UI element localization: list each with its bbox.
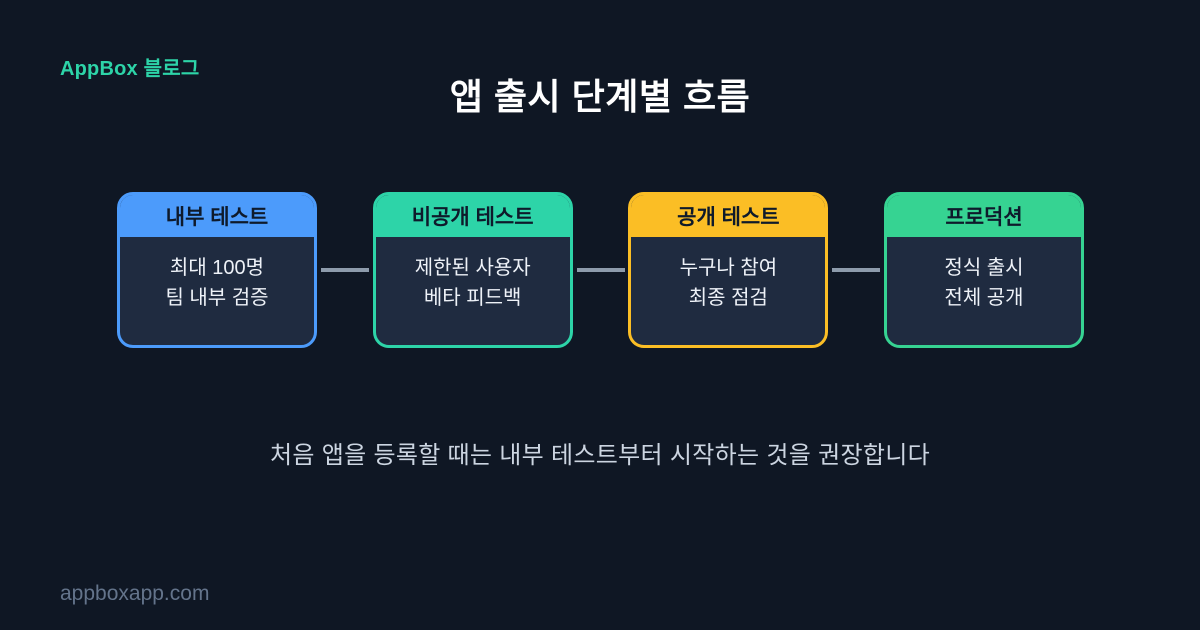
stage-body-closed-testing: 제한된 사용자 베타 피드백	[376, 237, 570, 345]
stage-detail-line: 최대 100명	[169, 257, 265, 279]
stage-body-open-testing: 누구나 참여 최종 점검	[631, 237, 825, 345]
footer-url: appboxapp.com	[60, 582, 210, 605]
stage-detail-line: 정식 출시	[944, 257, 1024, 279]
stage-title-open-testing: 공개 테스트	[631, 195, 826, 237]
stage-title-production: 프로덕션	[887, 195, 1082, 237]
stage-detail-line: 베타 피드백	[423, 287, 522, 309]
page-title: 앱 출시 단계별 흐름	[449, 76, 751, 117]
flow-connector	[828, 192, 884, 348]
stage-card-closed-testing: 비공개 테스트 제한된 사용자 베타 피드백	[372, 192, 573, 348]
brand-logo: AppBox 블로그	[60, 58, 200, 80]
connector-line	[320, 268, 369, 272]
stage-title-internal-testing: 내부 테스트	[120, 195, 314, 237]
stage-body-production: 정식 출시 전체 공개	[887, 237, 1081, 345]
connector-line	[576, 268, 625, 272]
flow-connector	[573, 192, 629, 348]
stage-body-internal-testing: 최대 100명 팀 내부 검증	[120, 237, 314, 345]
stage-card-internal-testing: 내부 테스트 최대 100명 팀 내부 검증	[117, 192, 317, 348]
stage-card-production: 프로덕션 정식 출시 전체 공개	[884, 192, 1085, 348]
stage-detail-line: 누구나 참여	[679, 257, 778, 279]
connector-line	[832, 268, 881, 272]
flow-connector	[317, 192, 373, 348]
flow-diagram: 내부 테스트 최대 100명 팀 내부 검증 비공개 테스트 제한된 사용자 베…	[117, 192, 1085, 348]
recommendation-note: 처음 앱을 등록할 때는 내부 테스트부터 시작하는 것을 권장합니다	[269, 442, 930, 469]
stage-detail-line: 최종 점검	[688, 287, 768, 309]
stage-detail-line: 전체 공개	[944, 287, 1024, 309]
stage-detail-line: 팀 내부 검증	[165, 287, 269, 309]
stage-card-open-testing: 공개 테스트 누구나 참여 최종 점검	[628, 192, 829, 348]
stage-title-closed-testing: 비공개 테스트	[375, 195, 570, 237]
stage-detail-line: 제한된 사용자	[414, 257, 531, 279]
